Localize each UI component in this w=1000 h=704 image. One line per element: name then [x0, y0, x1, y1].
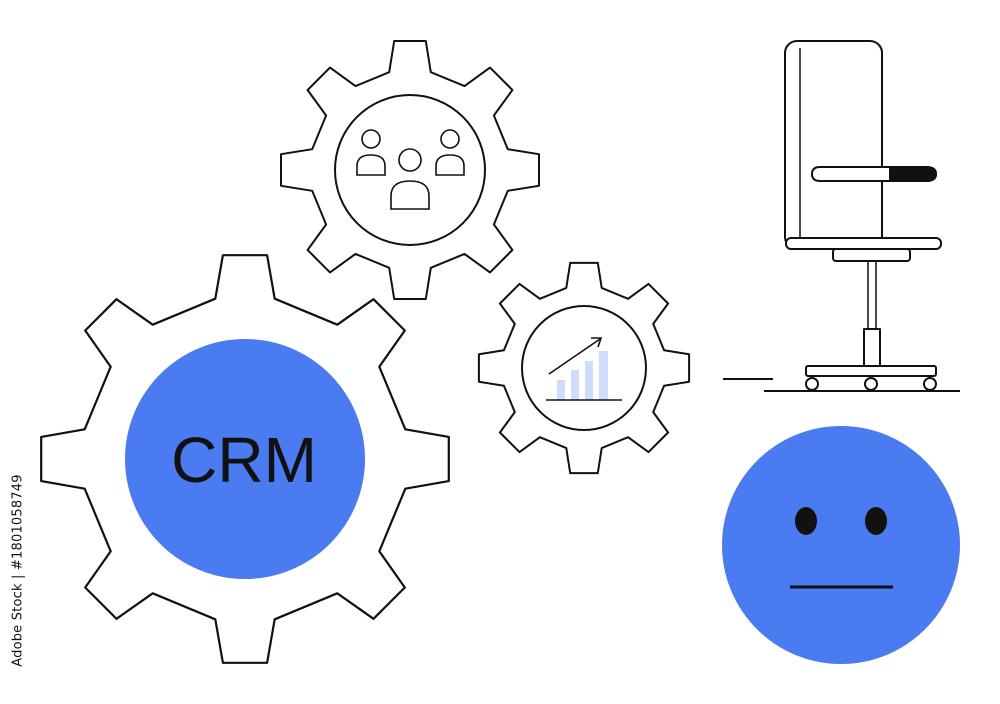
face-left-eye [795, 507, 817, 535]
chair-wheel-center [864, 377, 878, 391]
face-circle [722, 426, 960, 664]
person-left-head [361, 129, 381, 149]
office-chair-icon [723, 40, 960, 392]
chair-base [805, 365, 937, 377]
growth-chart-gear-icon [477, 261, 691, 475]
team-gear-inner-ring [334, 94, 486, 246]
chair-wheel-right [923, 377, 937, 391]
chart-bar-3 [585, 361, 593, 400]
stock-id-label: Adobe Stock | #1801058749 [10, 474, 26, 667]
crm-circle [125, 339, 365, 579]
person-right-head [440, 129, 460, 149]
face-right-eye [865, 507, 887, 535]
team-gear-icon [280, 40, 540, 300]
chair-seat [785, 237, 942, 250]
bar-chart-icon [546, 337, 622, 401]
person-left-body [356, 154, 386, 176]
person-center-head [398, 148, 422, 172]
trend-arrow-head [591, 337, 603, 348]
crm-gear-icon: CRM [40, 254, 450, 664]
neutral-face-icon [722, 426, 960, 664]
team-people-icon [356, 129, 465, 210]
chart-bar-4 [599, 351, 608, 400]
chair-armrest-pad [889, 166, 937, 182]
crm-label: CRM [171, 424, 317, 496]
person-right-body [435, 154, 465, 176]
chair-wheel-left [805, 377, 819, 391]
chair-gas-cylinder [863, 328, 881, 368]
person-center-body [390, 180, 430, 210]
chair-seat-mechanism [832, 248, 911, 262]
chart-bar-1 [557, 380, 565, 400]
chart-gear-inner-ring [521, 305, 647, 431]
chart-bar-2 [571, 370, 579, 400]
trend-arrow-line [548, 338, 601, 375]
